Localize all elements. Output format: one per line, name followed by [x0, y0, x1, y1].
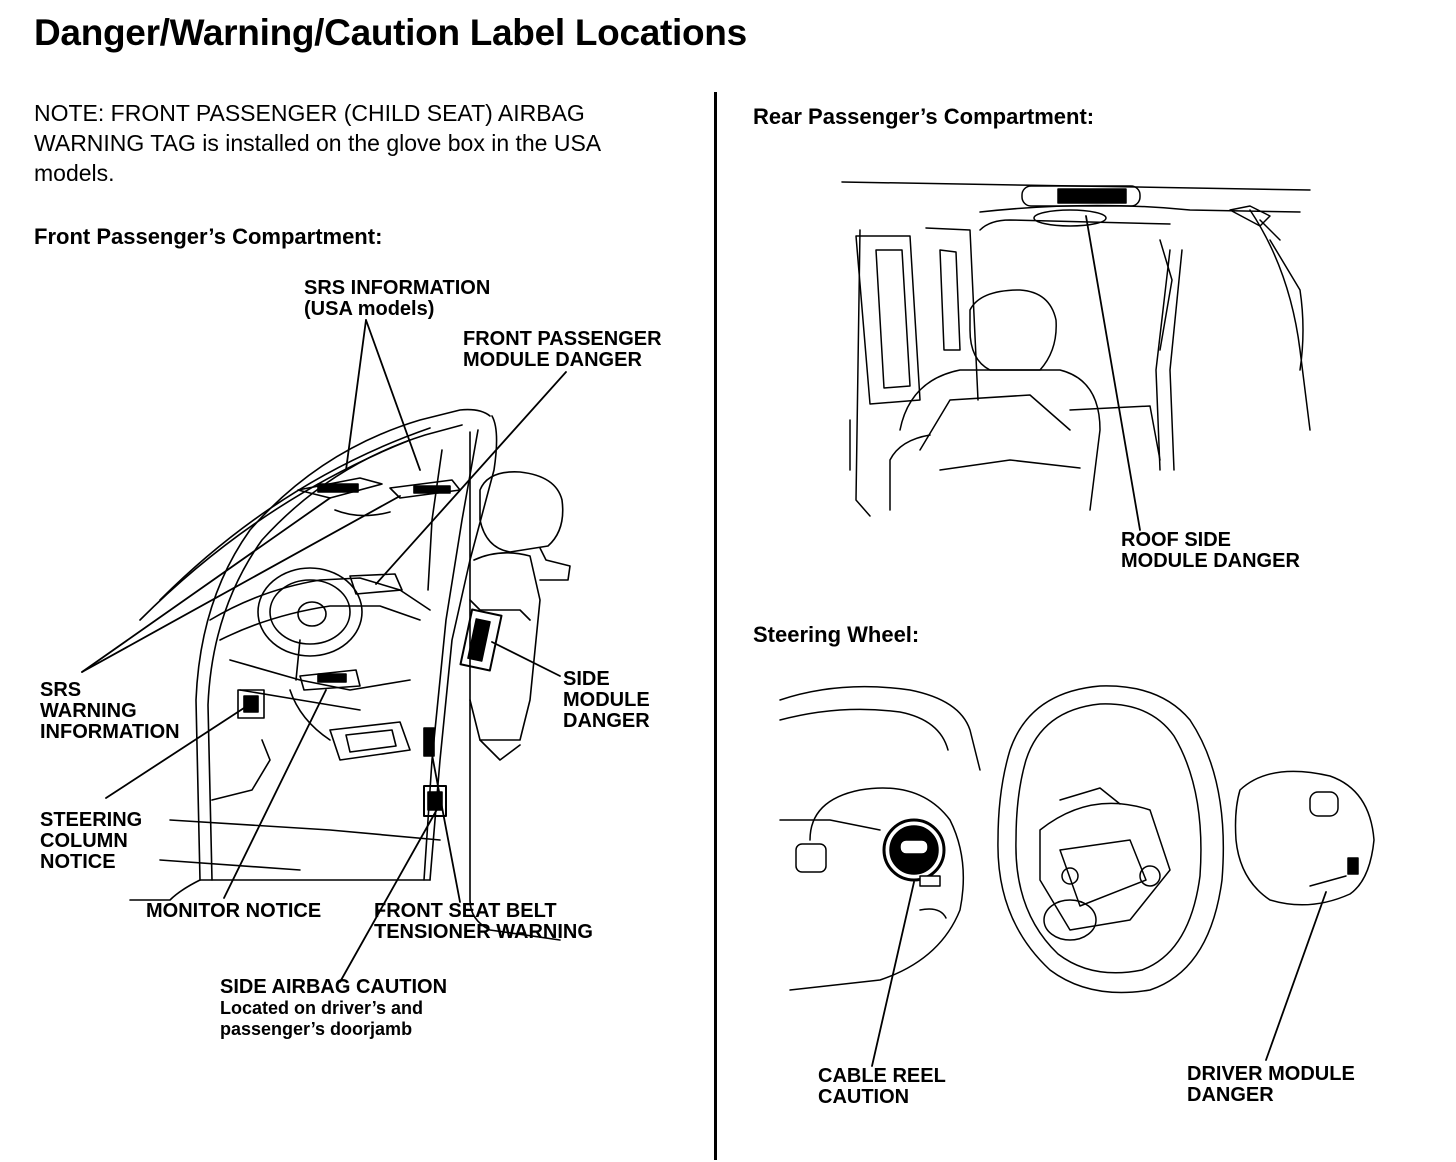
label-line: STEERING	[40, 809, 143, 831]
label-line: SRS	[40, 679, 82, 701]
cable-reel-caution-label: CABLE REEL CAUTION	[818, 1066, 946, 1108]
leader-steering-column	[106, 708, 244, 798]
dashboard-and-column	[780, 687, 980, 990]
leader-srs-info-1	[346, 320, 366, 470]
front-compartment-heading: Front Passenger’s Compartment:	[34, 224, 383, 249]
note-line: NOTE: FRONT PASSENGER (CHILD SEAT) AIRBA…	[34, 100, 585, 126]
label-line: Located on driver’s and	[220, 998, 424, 1018]
steering-wheel-illustration	[770, 680, 1410, 1070]
leader-side-airbag	[340, 804, 440, 982]
driver-airbag-module	[1236, 771, 1375, 904]
srs-information-label: SRS INFORMATION (USA models)	[304, 278, 490, 320]
front-compartment-illustration	[0, 250, 714, 1050]
rear-seat	[850, 290, 1160, 510]
monitor-notice-label: MONITOR NOTICE	[146, 901, 321, 922]
leader-driver-module	[1266, 892, 1326, 1060]
label-line: MODULE	[563, 689, 650, 711]
note-line: WARNING TAG is installed on the glove bo…	[34, 130, 602, 156]
leader-roof-side	[1086, 216, 1140, 530]
leader-cable-reel	[872, 882, 914, 1066]
rear-right-panel	[1250, 210, 1310, 430]
note-line: models.	[34, 160, 115, 186]
steering-wheel	[258, 568, 362, 740]
page-title: Danger/Warning/Caution Label Locations	[34, 12, 747, 53]
label-line: (USA models)	[304, 298, 435, 320]
label-line: DRIVER MODULE	[1187, 1063, 1355, 1085]
leader-lines	[82, 320, 566, 982]
label-line: MONITOR NOTICE	[146, 900, 322, 922]
leader-srs-warning-1	[82, 498, 330, 672]
dashboard	[210, 578, 430, 710]
leader-side-module	[492, 642, 560, 676]
roof-and-headliner	[842, 182, 1310, 240]
glove-box-and-console	[300, 574, 410, 760]
label-line: MODULE DANGER	[463, 349, 642, 371]
leader-front-passenger	[376, 372, 566, 584]
driver-module-danger-label: DRIVER MODULE DANGER	[1187, 1064, 1355, 1106]
label-line: DANGER	[563, 710, 650, 732]
label-line: INFORMATION	[40, 721, 180, 743]
label-line: MODULE DANGER	[1121, 550, 1300, 572]
steering-wheel-heading: Steering Wheel:	[753, 622, 920, 647]
leader-srs-info-2	[366, 320, 420, 470]
label-line: FRONT PASSENGER	[463, 328, 662, 350]
side-window-and-pillars	[856, 220, 1172, 516]
note-paragraph: NOTE: FRONT PASSENGER (CHILD SEAT) AIRBA…	[34, 98, 694, 188]
leader-lines	[872, 882, 1326, 1066]
leader-seat-belt	[430, 744, 460, 902]
steering-wheel	[998, 686, 1223, 993]
vehicle-body-outline	[130, 410, 560, 940]
front-seat-belt-tensioner-label: FRONT SEAT BELT TENSIONER WARNING	[374, 901, 593, 943]
label-line: FRONT SEAT BELT	[374, 900, 557, 922]
leader-monitor	[224, 690, 326, 898]
side-module-danger-label: SIDE MODULE DANGER	[563, 669, 650, 732]
rear-compartment-illustration	[830, 170, 1340, 550]
steering-column-notice	[238, 690, 264, 718]
label-line: ROOF SIDE	[1121, 529, 1232, 551]
label-line: NOTICE	[40, 851, 116, 873]
side-airbag-caution-label: SIDE AIRBAG CAUTION Located on driver’s …	[220, 977, 447, 1040]
label-line: CABLE REEL	[818, 1065, 946, 1087]
roof-side-module-danger-label: ROOF SIDE MODULE DANGER	[1121, 530, 1300, 572]
label-line: WARNING	[40, 700, 137, 722]
label-line: DANGER	[1187, 1084, 1274, 1106]
label-line: TENSIONER WARNING	[374, 921, 593, 943]
leader-srs-warning-2	[82, 496, 400, 672]
srs-warning-information-label: SRS WARNING INFORMATION	[40, 680, 180, 743]
label-line: SRS INFORMATION	[304, 277, 491, 299]
front-seat	[461, 472, 570, 760]
cable-reel	[884, 820, 946, 918]
front-passenger-module-danger-label: FRONT PASSENGER MODULE DANGER	[463, 329, 662, 371]
label-line: CAUTION	[818, 1086, 910, 1108]
label-line: SIDE AIRBAG CAUTION	[220, 976, 448, 998]
label-line: passenger’s doorjamb	[220, 1019, 413, 1039]
steering-column-notice-label: STEERING COLUMN NOTICE	[40, 810, 142, 873]
column-divider	[714, 92, 717, 1160]
seatbelt	[1156, 250, 1182, 470]
label-line: SIDE	[563, 668, 610, 690]
label-line: COLUMN	[40, 830, 128, 852]
rear-compartment-heading: Rear Passenger’s Compartment:	[753, 104, 1095, 129]
